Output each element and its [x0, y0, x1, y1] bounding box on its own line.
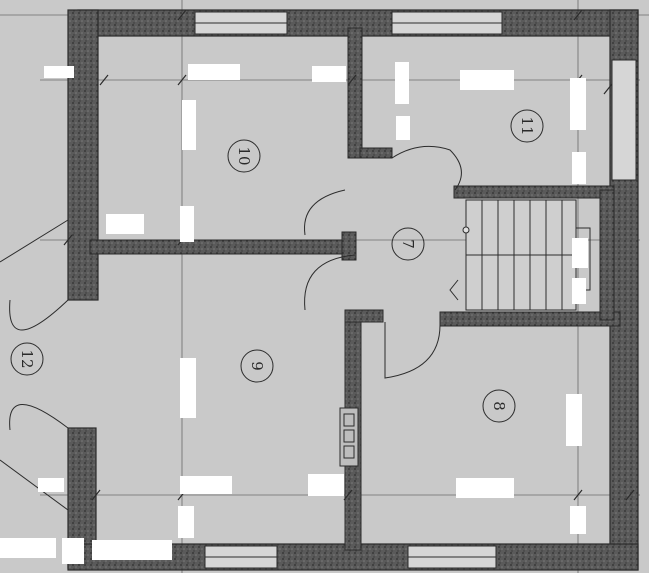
- staircase: [449, 199, 591, 311]
- room-12-label: 12: [18, 349, 36, 368]
- room-9-circle: [240, 349, 274, 383]
- north-windows: [194, 11, 503, 35]
- room-10-label: 10: [235, 146, 253, 165]
- vent-block: [339, 407, 359, 467]
- window-e1: [611, 59, 637, 181]
- south-windows: [204, 545, 497, 569]
- room-8-label: 8: [490, 401, 508, 411]
- wall-int-h5: [453, 185, 615, 199]
- wall-int-v1: [347, 27, 363, 159]
- room-12-circle: [10, 342, 44, 376]
- room-9-label: 9: [248, 361, 266, 371]
- room-10-circle: [227, 139, 261, 173]
- wall-int-v4: [599, 189, 615, 321]
- wall-int-h4: [439, 311, 621, 327]
- room-8-circle: [482, 389, 516, 423]
- wall-int-h3: [344, 309, 384, 323]
- room-7-label: 7: [399, 239, 417, 249]
- room-11-circle: [510, 109, 544, 143]
- room-7-circle: [391, 227, 425, 261]
- wall-int-h1: [359, 147, 393, 159]
- door-swings: [0, 145, 462, 511]
- room-11-label: 11: [518, 116, 536, 135]
- room-markers: [10, 109, 544, 423]
- redacted-labels: [0, 62, 588, 564]
- wall-int-v2: [341, 231, 357, 261]
- wall-west-upper: [67, 9, 99, 301]
- wall-int-h2: [89, 239, 356, 255]
